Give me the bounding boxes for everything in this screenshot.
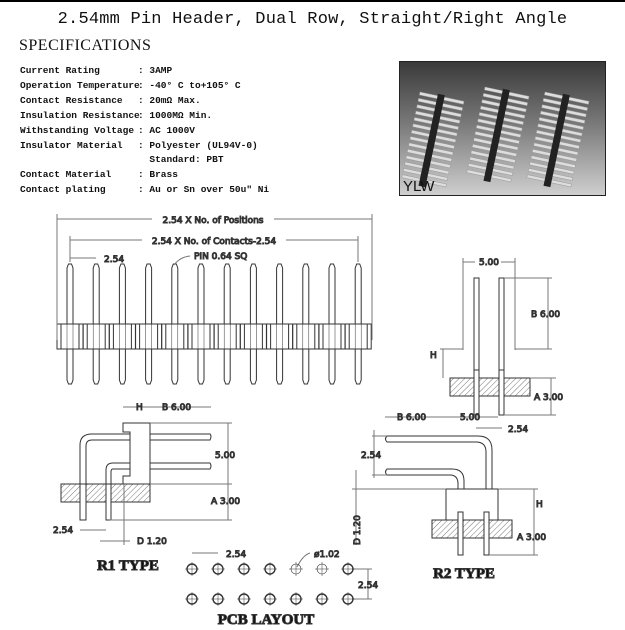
header-pin [292,263,320,385]
header-pin [344,263,372,385]
pcb-hole [237,562,251,576]
dim-contacts: 2.54 X No. of Contacts-2.54 [152,237,277,247]
specifications-heading: SPECIFICATIONS [19,37,152,54]
page-title: 2.54mm Pin Header, Dual Row, Straight/Ri… [57,10,568,29]
straight-front-view: 2.54 X No. of Positions 2.54 X No. of Co… [56,213,373,385]
spec-label: Withstanding Voltage [20,125,135,136]
spec-label: Contact plating [20,184,106,195]
r2-dim-b: B 6.00 [397,413,426,423]
pcb-hole [315,592,329,606]
header-pin [108,263,136,385]
spec-value: : 3AMP [138,65,173,76]
product-photo: YLW [399,61,606,196]
header-strip [466,86,530,183]
spec-row: Insulation Resistance: 1000MΩ Min. [20,110,212,121]
dim-positions: 2.54 X No. of Positions [163,216,264,226]
spec-row: Withstanding Voltage: AC 1000V [20,125,195,136]
spec-label: Insulator Material [20,140,123,151]
spec-value: : Au or Sn over 50u" Ni [138,184,270,195]
spec-row: Operation Temperature: -40° C to+105° C [20,80,241,91]
spec-value: : 20mΩ Max. [138,95,201,106]
pcb-hole [263,592,277,606]
r1-dim-b: B 6.00 [162,403,191,413]
r1-dim-pitch: 2.54 [53,526,73,536]
pcb-hole [289,562,303,576]
r1-dim-h: H [136,403,143,413]
r2-type-view: B 6.00 5.00 2.54 D 1.20 H A 3.00 R2 TYPE [352,413,547,583]
r1-type-label: R1 TYPE [97,558,159,574]
straight-side-view: 5.00 B 6.00 H A 3.00 2.54 [430,256,564,436]
photo-label: YLW [403,178,435,195]
dim-pitch: 2.54 [104,255,124,265]
pcb-hole [211,562,225,576]
spec-row: Contact Material : Brass [20,169,178,180]
top-border [0,0,625,2]
pcb-hole [263,562,277,576]
pcb-dim-hole: ø1.02 [314,550,340,560]
pcb-hole [237,592,251,606]
pcb-dim-pitch-y: 2.54 [358,581,378,591]
pcb-hole [315,562,329,576]
pcb-hole [211,592,225,606]
spec-label: Current Rating [20,65,100,76]
spec-value: : 1000MΩ Min. [138,110,213,121]
pcb-hole [341,592,355,606]
header-pin [318,263,346,385]
spec-label: Insulation Resistance [20,110,140,121]
r2-dim-a: A 3.00 [517,533,546,543]
side-dim-h: H [430,351,437,361]
side-dim-width: 5.00 [479,258,499,268]
spec-value: : Brass [138,169,178,180]
r1-dim-height: 5.00 [215,451,235,461]
header-pin [161,263,189,385]
spec-label: Contact Resistance [20,95,123,106]
header-pin [213,263,241,385]
spec-label: Contact Material [20,169,112,180]
pin-header-illustration [401,86,590,188]
pin-note: PIN 0.64 SQ [194,252,247,262]
spec-row: Insulator Material : Polyester (UL94V-0) [20,140,258,151]
spec-label: Operation Temperature [20,80,140,91]
header-pin [82,263,110,385]
spec-row: Contact Resistance : 20mΩ Max. [20,95,201,106]
header-pin [56,263,84,385]
header-pin [135,263,163,385]
pcb-layout: 2.54 ø1.02 2.54 PCB LAYOUT [185,550,379,629]
r1-dim-d: D 1.20 [137,537,167,547]
r2-dim-d: D 1.20 [353,515,363,545]
side-dim-a: A 3.00 [534,393,563,403]
pcb-dim-pitch-x: 2.54 [226,550,246,560]
pcb-hole [185,562,199,576]
r1-type-view: H B 6.00 5.00 A 3.00 2.54 D 1.20 R1 TYPE [53,403,241,575]
side-dim-pitch: 2.54 [508,425,528,435]
pcb-layout-label: PCB LAYOUT [218,612,315,628]
pcb-hole [341,562,355,576]
side-dim-b: B 6.00 [531,310,560,320]
spec-row: Contact plating : Au or Sn over 50u" Ni [20,184,269,195]
spec-value: : Polyester (UL94V-0) [138,140,258,151]
spec-value: : -40° C to+105° C [138,80,241,91]
header-pin [187,263,215,385]
r2-dim-h: H [536,500,543,510]
spec-value: Standard: PBT [138,154,224,165]
spec-row: Standard: PBT [20,154,224,165]
pcb-hole [289,592,303,606]
header-strip [526,91,590,188]
r2-dim-width: 5.00 [460,413,480,423]
r2-dim-pitch: 2.54 [361,451,381,461]
r1-dim-a: A 3.00 [211,497,240,507]
header-pin [266,263,294,385]
spec-row: Current Rating : 3AMP [20,65,172,76]
header-pin [239,263,267,385]
pcb-hole [185,592,199,606]
header-strip [401,91,465,188]
r2-type-label: R2 TYPE [433,566,495,582]
spec-value: : AC 1000V [138,125,196,136]
